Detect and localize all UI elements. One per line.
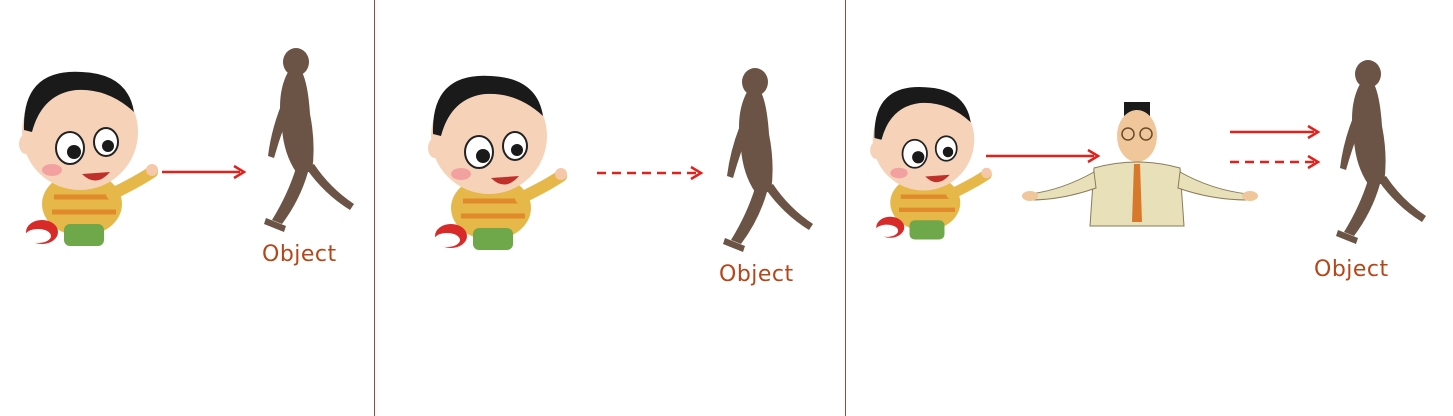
arrow-dashed-lower <box>1230 154 1321 170</box>
boy-shape <box>870 87 992 240</box>
ape-shape <box>1336 60 1426 244</box>
man-shape <box>1022 102 1258 227</box>
object-label: Object <box>1314 257 1389 282</box>
ape-figure <box>264 48 354 232</box>
object-label: Object <box>262 242 337 267</box>
boy-shape <box>19 71 158 246</box>
cartoon-boy-figure <box>428 75 567 250</box>
cartoon-boy-figure <box>870 87 992 240</box>
intermediary-man-figure <box>1022 102 1258 227</box>
arrow-solid <box>162 164 247 180</box>
ape-shape <box>723 68 813 252</box>
object-label: Object <box>719 262 794 287</box>
panel-reported-via-intermediary: Object <box>846 0 1453 416</box>
panel-direct-speech: Object <box>0 0 374 416</box>
ape-figure <box>723 68 813 252</box>
panel-divider <box>374 0 375 416</box>
panel-indirect-speech: Object <box>375 0 845 416</box>
cartoon-boy-figure <box>19 71 158 246</box>
ape-shape <box>264 48 354 232</box>
arrow-solid <box>986 148 1101 164</box>
arrow-dashed <box>597 165 704 181</box>
boy-shape <box>428 75 567 250</box>
ape-figure <box>1336 60 1426 244</box>
arrow-solid-upper <box>1230 124 1321 140</box>
panel-divider <box>845 0 846 416</box>
